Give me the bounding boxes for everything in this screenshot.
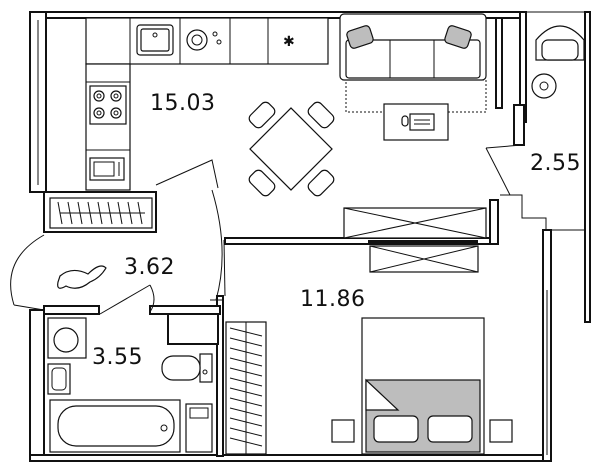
area-label-kitchen-living: 15.03: [150, 91, 215, 116]
svg-text:✱: ✱: [283, 34, 295, 50]
kitchen-units: ✱: [85, 17, 329, 191]
outer-walls: [29, 11, 591, 462]
hallway-mat: [57, 265, 107, 289]
desk: [383, 103, 449, 141]
dining-table: [248, 101, 335, 197]
bathroom-fixtures: [47, 317, 213, 453]
area-labels: 15.03 2.55 3.62 11.86 3.55: [92, 91, 581, 370]
area-label-bathroom: 3.55: [92, 345, 143, 370]
tv-unit: [343, 207, 487, 273]
area-label-bedroom: 11.86: [300, 287, 365, 312]
sofa: [339, 13, 487, 113]
armchair: [531, 25, 585, 99]
bedroom-wardrobe: [225, 321, 267, 455]
area-label-hallway: 3.62: [124, 255, 175, 280]
hallway-wardrobe: [49, 197, 153, 229]
doors: [10, 159, 226, 315]
area-label-balcony: 2.55: [530, 151, 581, 176]
bed: [331, 317, 513, 455]
